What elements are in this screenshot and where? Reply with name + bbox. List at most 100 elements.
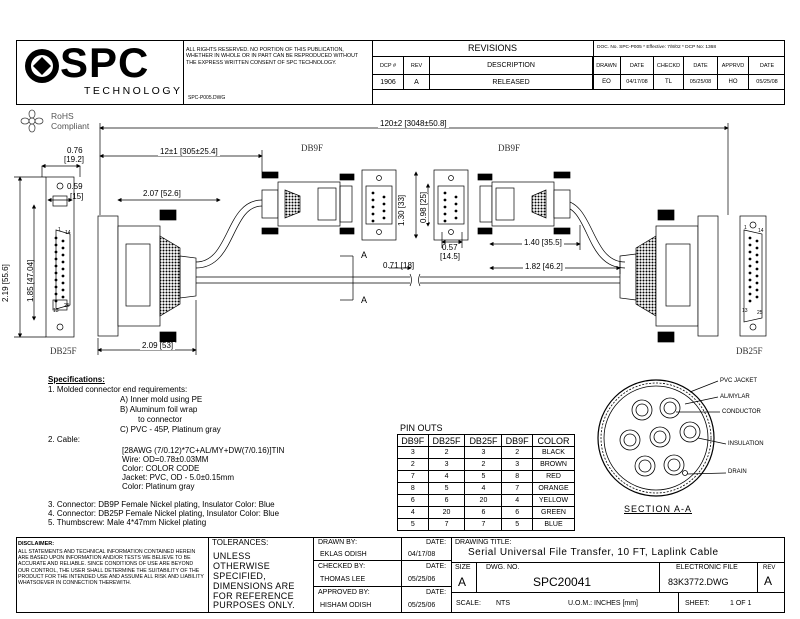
dim-overall: 120±2 [3048±50.8] [378,119,449,128]
spec-1: 1. Molded connector end requirements: [48,385,188,394]
pin-cell: BLACK [531,446,576,459]
section-marker-top: A [361,250,368,260]
company-subtitle: TECHNOLOGY [84,85,183,97]
pin-cell: 2 [397,458,429,471]
pin-label-1-right: 1 [744,225,747,231]
pin-cell: 3 [427,458,466,471]
pin-cell: 6 [464,506,503,519]
dim-059: 0.59 [67,182,83,191]
rev-row-desc: RELEASED [430,75,593,89]
pin-cell: 5 [464,470,503,483]
dwg-no-label: DWG. NO. [486,564,520,571]
pin-cell: 2 [501,446,533,459]
pinouts-header: DB25F [427,434,466,447]
col-date: DATE [621,57,654,74]
spec-4: 4. Connector: DB25P Female Nickel platin… [48,509,280,518]
spec-2d: Jacket: PVC, OD - 5.0±0.15mm [122,473,234,482]
pin-cell: GREEN [531,506,576,519]
label-db25f-right: DB25F [736,346,763,356]
spec-1b2: to connector [138,415,183,424]
section-conductor: CONDUCTOR [722,409,761,415]
pin-label-14-right: 14 [758,228,764,234]
pin-cell: 4 [427,470,466,483]
pinouts-header-row: DB9F DB25F DB25F DB9F COLOR [397,434,576,447]
spec-2: 2. Cable: [48,435,81,444]
col-date3: DATE [759,62,775,69]
rev-row-rev: A [404,75,430,89]
title-block-header [16,40,785,105]
dim-098: 0.98 [25] [419,191,428,223]
rohs-line2: Compliant [51,121,90,131]
dim-059-mm: [15] [70,192,84,201]
rev-row-date: 04/17/08 [621,75,654,89]
scale-label: SCALE: [456,600,481,607]
uom: U.O.M.: INCHES [mm] [568,600,638,607]
rev-row-date3: 05/25/08 [756,79,778,85]
doc-info: DOC. No. SPC-P005 * Effective: 7/8/02 * … [597,45,717,50]
pinouts-header: DB9F [397,434,429,447]
dim-057: 0.57 [442,243,458,252]
pin-cell: RED [531,470,576,483]
pin-cell: 6 [501,506,533,519]
company-name: SPC [60,39,150,86]
dim-219: 2.19 [55.6] [1,264,10,302]
approved-by-name: HISHAM ODISH [320,602,372,609]
dim-057-mm: [14.5] [440,252,461,261]
col-approved: APPRVD [718,57,749,74]
pin-label-25-right: 25 [757,310,763,316]
checked-by-label: CHECKED BY: [318,563,366,570]
rev-row-date2: 05/25/08 [684,75,718,89]
pin-cell: 7 [397,470,429,483]
pin-cell: ORANGE [531,482,576,495]
drawn-date-label: DATE: [426,539,447,546]
rev-label: REV [763,565,776,571]
specs-title: Specifications: [48,375,105,384]
pin-cell: 4 [501,494,533,507]
pin-label-1: 1 [58,227,61,233]
pin-cell: 7 [464,518,503,531]
pin-cell: 8 [501,470,533,483]
dim-209: 2.09 [53] [140,341,176,350]
dim-130: 1.30 [33] [397,194,406,226]
pin-cell: 3 [464,446,503,459]
section-marker-bottom: A [361,295,368,305]
cable-drawing [14,123,767,355]
pinouts-header: DB9F [501,434,533,447]
dim-185: 1.85 [47.04] [26,259,35,302]
col-drawn: DRAWN [593,57,621,74]
rev-row-dcp: 1906 [373,75,404,89]
size-label: SIZE [455,564,471,571]
spec-2b: Wire: OD=0.78±0.03MM [122,455,209,464]
pin-cell: 6 [427,494,466,507]
pin-label-14: 14 [65,230,71,236]
drawing-title-label: DRAWING TITLE: [455,539,512,546]
rohs-line1: RoHS [51,111,74,121]
label-db25f-left: DB25F [50,346,77,356]
drawing-title: Serial Universal File Transfer, 10 FT, L… [468,547,719,558]
pin-cell: 2 [464,458,503,471]
sheet-label: SHEET: [685,600,710,607]
electronic-file-label: ELECTRONIC FILE [676,564,738,571]
drawn-date: 04/17/08 [408,551,436,558]
approved-date: 05/25/06 [408,602,436,609]
col-dcp: DCP # [373,57,404,74]
section-al-mylar: AL/MYLAR [720,394,750,400]
pin-cell: 4 [464,482,503,495]
rights-notice: ALL RIGHTS RESERVED. NO PORTION OF THIS … [186,47,359,66]
rev-row-approved: HO [718,75,749,89]
rev-row-drawn: EO [593,75,621,89]
pin-cell: 5 [397,518,429,531]
spc-logo [22,44,177,100]
spec-3: 3. Connector: DB9P Female Nickel plating… [48,500,275,509]
tolerances-label: TOLERANCES: [212,538,269,547]
pin-cell: 7 [427,518,466,531]
pinouts-header: DB25F [464,434,503,447]
approved-date-label: DATE: [426,589,447,596]
pin-cell: 3 [397,446,429,459]
section-drain: DRAIN [728,469,747,475]
rev-row-checked: TL [654,75,684,89]
